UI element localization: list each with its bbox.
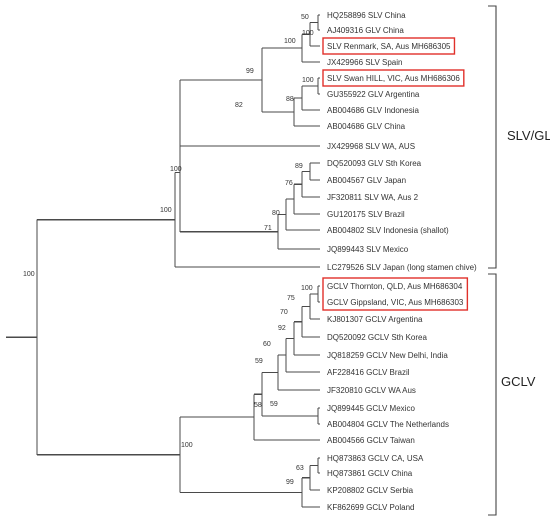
leaf-label: AB004686 GLV China xyxy=(327,122,406,131)
leaf-label: JQ899445 GCLV Mexico xyxy=(327,404,415,413)
group-label-slv-glv: SLV/GLV¹ xyxy=(507,128,550,143)
leaf-label: JX429966 SLV Spain xyxy=(327,58,402,67)
leaf-label: HQ873863 GCLV CA, USA xyxy=(327,454,424,463)
bootstrap-value: 100 xyxy=(284,38,296,45)
leaf-label: DQ520092 GCLV Sth Korea xyxy=(327,333,427,342)
bootstrap-value: 59 xyxy=(270,401,278,408)
bootstrap-value: 100 xyxy=(170,166,182,173)
bracket-gclv xyxy=(488,273,497,516)
leaf-label: DQ520093 GLV Sth Korea xyxy=(327,159,422,168)
bootstrap-value: 58 xyxy=(254,402,262,409)
leaf-label: AF228416 GCLV Brazil xyxy=(327,368,410,377)
bootstrap-value: 75 xyxy=(287,295,295,302)
leaf-label: JF320810 GCLV WA Aus xyxy=(327,386,416,395)
leaf-label: AB004567 GLV Japan xyxy=(327,176,406,185)
bootstrap-value: 82 xyxy=(235,102,243,109)
bootstrap-value: 60 xyxy=(263,341,271,348)
bootstrap-value: 88 xyxy=(286,96,294,103)
bootstrap-value: 100 xyxy=(181,442,193,449)
leaf-label: JF320811 SLV WA, Aus 2 xyxy=(327,193,419,202)
bootstrap-value: 71 xyxy=(264,225,272,232)
leaf-label: HQ873861 GCLV China xyxy=(327,469,413,478)
leaf-label: LC279526 SLV Japan (long stamen chive) xyxy=(327,263,477,272)
tree-branches xyxy=(6,14,320,508)
highlight-box xyxy=(322,277,469,311)
highlight-box xyxy=(322,69,465,87)
bootstrap-value: 59 xyxy=(255,358,263,365)
leaf-label: KJ801307 GCLV Argentina xyxy=(327,315,423,324)
bootstrap-value: 89 xyxy=(295,163,303,170)
bootstrap-value: 100 xyxy=(302,77,314,84)
leaf-label: HQ258896 SLV China xyxy=(327,11,406,20)
leaf-label: KP208802 GCLV Serbia xyxy=(327,486,414,495)
bootstrap-value: 100 xyxy=(23,271,35,278)
leaf-label: GU355922 GLV Argentina xyxy=(327,90,420,99)
leaf-label: JQ818259 GCLV New Delhi, India xyxy=(327,351,448,360)
leaf-label: JX429968 SLV WA, AUS xyxy=(327,142,415,151)
bootstrap-value: 92 xyxy=(278,325,286,332)
highlight-boxes xyxy=(322,37,469,311)
leaf-label: AB004566 GCLV Taiwan xyxy=(327,436,415,445)
bootstrap-value: 100 xyxy=(160,207,172,214)
bootstrap-value: 63 xyxy=(296,465,304,472)
bootstrap-value: 100 xyxy=(301,285,313,292)
bootstrap-value: 100 xyxy=(302,30,314,37)
leaf-label: SLV Swan HILL, VIC, Aus MH686306 xyxy=(327,74,460,83)
bootstrap-labels: 50 100 100 100 88 99 82 89 76 80 71 100 100 100 75 70 92… xyxy=(23,14,314,486)
leaf-label: GCLV Thornton, QLD, Aus MH686304 xyxy=(327,282,463,291)
leaf-label: SLV Renmark, SA, Aus MH686305 xyxy=(327,42,451,51)
bootstrap-value: 50 xyxy=(301,14,309,21)
leaf-label: AJ409316 GLV China xyxy=(327,26,404,35)
leaf-label: AB004686 GLV Indonesia xyxy=(327,106,419,115)
leaf-label: JQ899443 SLV Mexico xyxy=(327,245,409,254)
bootstrap-value: 99 xyxy=(246,68,254,75)
leaf-label: KF862699 GCLV Poland xyxy=(327,503,414,512)
leaf-label: AB004802 SLV Indonesia (shallot) xyxy=(327,226,449,235)
bracket-slv-glv xyxy=(488,5,497,269)
bootstrap-value: 80 xyxy=(272,210,280,217)
group-bracket-slv-glv: SLV/GLV¹ xyxy=(488,5,550,269)
highlight-box xyxy=(322,37,456,55)
leaf-label: GU120175 SLV Brazil xyxy=(327,210,405,219)
leaf-label: GCLV Gippsland, VIC, Aus MH686303 xyxy=(327,298,464,307)
bootstrap-value: 76 xyxy=(285,180,293,187)
group-bracket-gclv: GCLV xyxy=(488,273,536,516)
bootstrap-value: 70 xyxy=(280,309,288,316)
leaf-label: AB004804 GCLV The Netherlands xyxy=(327,420,449,429)
bootstrap-value: 99 xyxy=(286,479,294,486)
group-label-gclv: GCLV xyxy=(501,374,536,389)
